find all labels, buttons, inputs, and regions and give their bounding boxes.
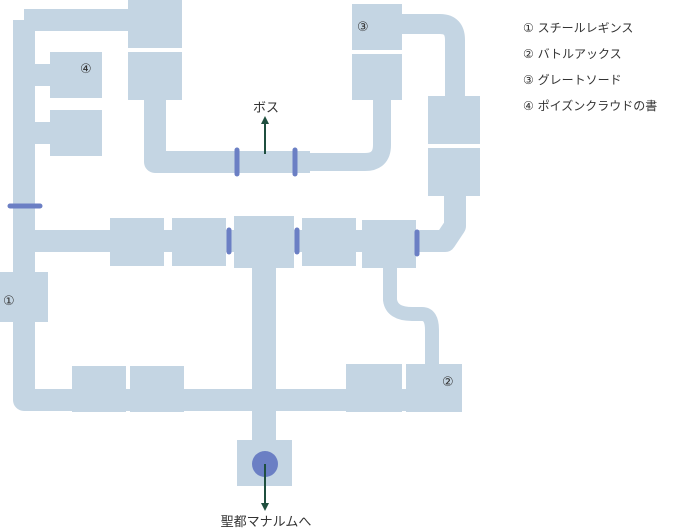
room-1: [0, 272, 48, 322]
room: [346, 364, 402, 412]
room: [352, 54, 402, 100]
corridor-west-south: [13, 20, 440, 411]
boss-arrowhead: [261, 116, 269, 124]
legend-item: ③ グレートソード: [523, 72, 657, 98]
legend-item-name: バトルアックス: [537, 47, 622, 61]
legend-item: ④ ポイズンクラウドの書: [523, 98, 657, 124]
legend-marker: ③: [523, 73, 534, 87]
corridor-boss-right: [300, 80, 391, 171]
legend-item-name: スチールレギンス: [537, 21, 634, 35]
legend-marker: ②: [523, 47, 534, 61]
legend-item: ② バトルアックス: [523, 46, 657, 72]
room-4: [50, 52, 102, 98]
room: [72, 366, 126, 412]
boss-label: ボス: [253, 101, 279, 116]
doors: [7, 147, 420, 257]
room: [50, 110, 102, 156]
treasure-marker-1: ①: [3, 294, 15, 309]
room-2: [406, 364, 462, 412]
legend-marker: ①: [523, 21, 534, 35]
room: [128, 0, 182, 48]
treasure-marker-2: ②: [442, 375, 454, 390]
arrows: [261, 116, 269, 511]
room: [172, 218, 226, 266]
room: [302, 218, 356, 266]
treasure-legend: ① スチールレギンス ② バトルアックス ③ グレートソード ④ ポイズンクラウ…: [523, 20, 657, 124]
room-3: [352, 4, 402, 50]
room: [128, 52, 182, 100]
legend-item-name: グレートソード: [537, 73, 622, 87]
treasure-marker-4: ④: [80, 62, 92, 77]
treasure-marker-3: ③: [357, 20, 369, 35]
exit-label: 聖都マナルムへ: [221, 515, 312, 530]
room: [110, 218, 164, 266]
corridor-2-link: [383, 262, 439, 365]
legend-marker: ④: [523, 99, 534, 113]
room: [130, 366, 184, 412]
exit-arrowhead: [261, 503, 269, 511]
legend-item: ① スチールレギンス: [523, 20, 657, 46]
room: [428, 96, 480, 144]
corridor-3-east: [400, 14, 465, 100]
room-center: [234, 216, 294, 268]
room: [362, 220, 416, 268]
rooms: [0, 0, 480, 486]
room: [428, 148, 480, 196]
legend-item-name: ポイズンクラウドの書: [537, 99, 658, 113]
